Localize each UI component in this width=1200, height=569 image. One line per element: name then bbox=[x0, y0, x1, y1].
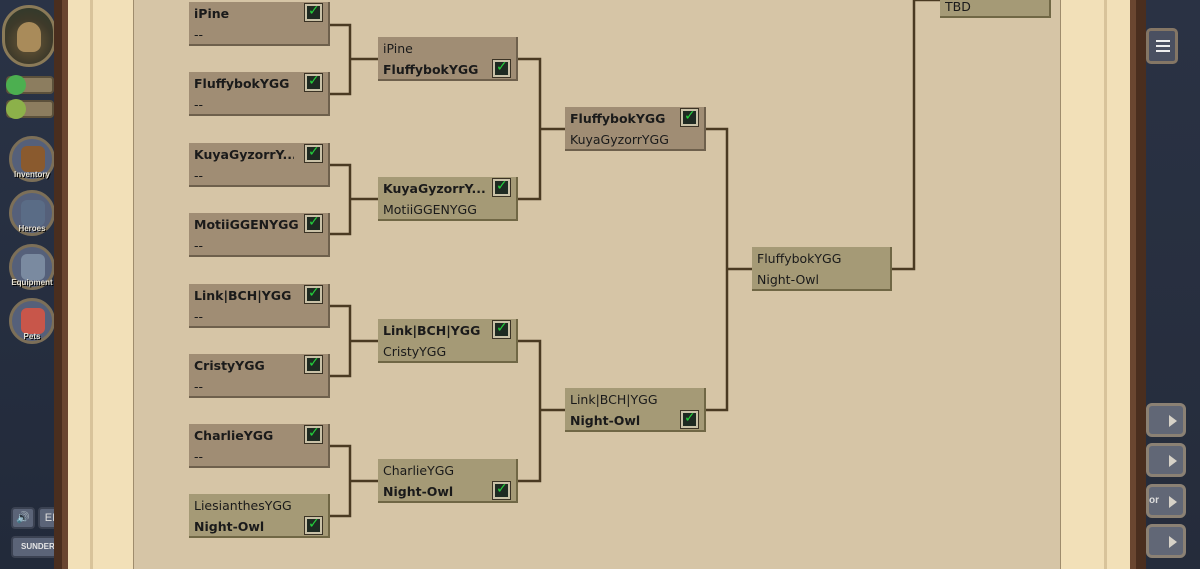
hamburger-menu-button[interactable] bbox=[1146, 28, 1178, 64]
final-match: TBD bbox=[940, 0, 1051, 18]
checkmark-icon bbox=[680, 108, 699, 127]
player-name: CristyYGG bbox=[194, 358, 265, 373]
side-tab-3-label: or bbox=[1149, 495, 1159, 506]
player-name: Link|BCH|YGG bbox=[194, 288, 292, 303]
top-player: FluffybokYGG bbox=[757, 251, 842, 266]
side-tab-4[interactable] bbox=[1146, 524, 1186, 558]
checkmark-icon bbox=[304, 144, 323, 163]
top-player: Link|BCH|YGG bbox=[383, 323, 481, 338]
side-tab-2[interactable] bbox=[1146, 443, 1186, 477]
armor-icon bbox=[21, 254, 45, 280]
r1-match-2-p1[interactable]: KuyaGyzorrY... -- bbox=[189, 143, 330, 187]
r1-match-3-p1[interactable]: Link|BCH|YGG -- bbox=[189, 284, 330, 328]
checkmark-icon bbox=[304, 355, 323, 374]
gold-coins-icon bbox=[6, 99, 26, 119]
checkmark-icon bbox=[304, 73, 323, 92]
currency-bar-gold bbox=[6, 99, 54, 119]
player-name: FluffybokYGG bbox=[194, 76, 290, 91]
checkmark-icon bbox=[492, 320, 511, 339]
bottom-player: Night-Owl bbox=[570, 413, 641, 428]
bottom-player: Night-Owl bbox=[757, 272, 819, 287]
r2-match-2[interactable]: KuyaGyzorrY... MotiiGGENYGG bbox=[378, 177, 518, 221]
bottom-player: FluffybokYGG bbox=[383, 62, 479, 77]
currency-bar-green bbox=[6, 75, 54, 95]
sound-toggle-button[interactable]: 🔊 bbox=[11, 507, 35, 529]
player-score: -- bbox=[194, 449, 204, 464]
inventory-button[interactable] bbox=[9, 136, 55, 182]
equipment-button[interactable] bbox=[9, 244, 55, 290]
r3-match-2[interactable]: Link|BCH|YGG Night-Owl bbox=[565, 388, 706, 432]
speaker-icon: 🔊 bbox=[16, 512, 30, 524]
r1-match-1-p1[interactable]: iPine -- bbox=[189, 2, 330, 46]
inventory-label: Inventory bbox=[13, 170, 50, 179]
top-player: Link|BCH|YGG bbox=[570, 392, 658, 407]
player-name: LiesianthesYGG bbox=[194, 498, 292, 513]
r1-match-2-p2[interactable]: MotiiGGENYGG -- bbox=[189, 213, 330, 257]
equipment-label: Equipment bbox=[11, 278, 53, 287]
pets-label: Pets bbox=[23, 332, 41, 341]
top-player: CharlieYGG bbox=[383, 463, 455, 478]
top-player: FluffybokYGG bbox=[570, 111, 666, 126]
checkmark-icon bbox=[492, 59, 511, 78]
checkmark-icon bbox=[680, 410, 699, 429]
player-score: -- bbox=[194, 97, 204, 112]
player-score: -- bbox=[194, 168, 204, 183]
r1-match-4-p2[interactable]: LiesianthesYGG Night-Owl bbox=[189, 494, 330, 538]
knight-icon bbox=[21, 200, 45, 226]
checkmark-icon bbox=[304, 285, 323, 304]
final-tbd: TBD bbox=[945, 0, 971, 14]
side-tab-1[interactable] bbox=[1146, 403, 1186, 437]
bottom-player: KuyaGyzorrYGG bbox=[570, 132, 669, 147]
green-gem-icon bbox=[6, 75, 26, 95]
checkmark-icon bbox=[304, 425, 323, 444]
r2-match-1[interactable]: iPine FluffybokYGG bbox=[378, 37, 518, 81]
player-name: CharlieYGG bbox=[194, 428, 274, 443]
r1-match-4-p1[interactable]: CharlieYGG -- bbox=[189, 424, 330, 468]
checkmark-icon bbox=[304, 3, 323, 22]
r3-match-1[interactable]: FluffybokYGG KuyaGyzorrYGG bbox=[565, 107, 706, 151]
player-score: -- bbox=[194, 379, 204, 394]
player-score: -- bbox=[194, 309, 204, 324]
pets-icon bbox=[21, 308, 45, 334]
side-tab-3[interactable]: or bbox=[1146, 484, 1186, 518]
checkmark-icon bbox=[492, 178, 511, 197]
player-score: -- bbox=[194, 238, 204, 253]
top-player: iPine bbox=[383, 41, 413, 56]
bottom-player: MotiiGGENYGG bbox=[383, 202, 477, 217]
player-name: MotiiGGENYGG bbox=[194, 217, 299, 232]
extra-button-label: EI bbox=[44, 512, 56, 524]
player-result: Night-Owl bbox=[194, 519, 265, 534]
checkmark-icon bbox=[304, 214, 323, 233]
bottom-player: CristyYGG bbox=[383, 344, 447, 359]
player-name: KuyaGyzorrY... bbox=[194, 147, 294, 162]
bottom-player: Night-Owl bbox=[383, 484, 454, 499]
player-score: -- bbox=[194, 27, 204, 42]
chest-icon bbox=[21, 146, 45, 172]
r1-match-1-p2[interactable]: FluffybokYGG -- bbox=[189, 72, 330, 116]
player-avatar[interactable] bbox=[2, 5, 56, 67]
r1-match-3-p2[interactable]: CristyYGG -- bbox=[189, 354, 330, 398]
r2-match-3[interactable]: Link|BCH|YGG CristyYGG bbox=[378, 319, 518, 363]
checkmark-icon bbox=[492, 481, 511, 500]
heroes-button[interactable] bbox=[9, 190, 55, 236]
pets-button[interactable] bbox=[9, 298, 55, 344]
player-name: iPine bbox=[194, 6, 230, 21]
heroes-label: Heroes bbox=[18, 224, 46, 233]
top-player: KuyaGyzorrY... bbox=[383, 181, 485, 196]
r2-match-4[interactable]: CharlieYGG Night-Owl bbox=[378, 459, 518, 503]
checkmark-icon bbox=[304, 516, 323, 535]
r4-match-1[interactable]: FluffybokYGG Night-Owl bbox=[752, 247, 892, 291]
